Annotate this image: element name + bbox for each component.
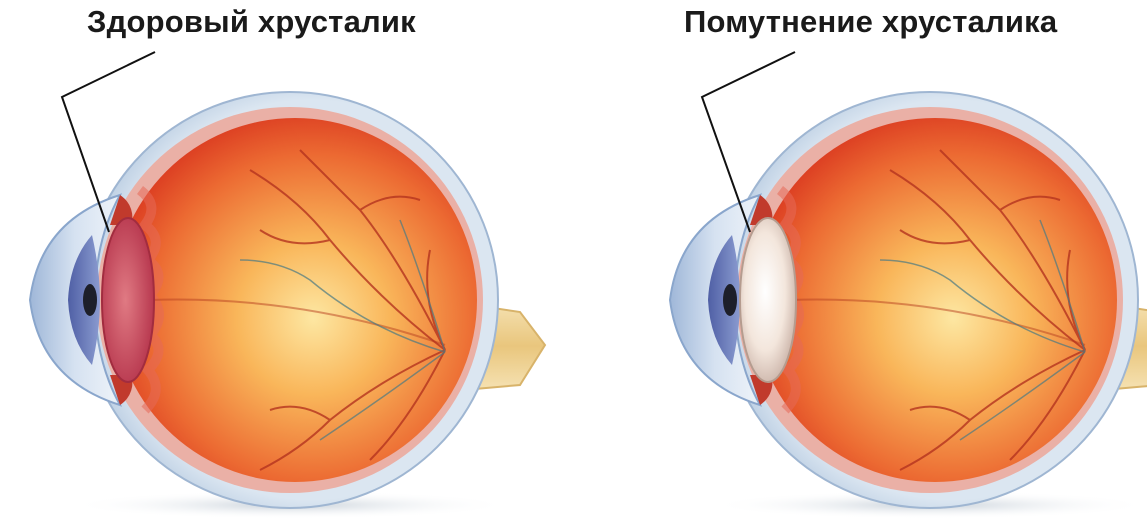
cloudy-lens	[740, 218, 796, 382]
healthy-lens	[102, 218, 154, 382]
cataract-eye-icon	[640, 0, 1147, 523]
healthy-eye-icon	[0, 0, 573, 523]
